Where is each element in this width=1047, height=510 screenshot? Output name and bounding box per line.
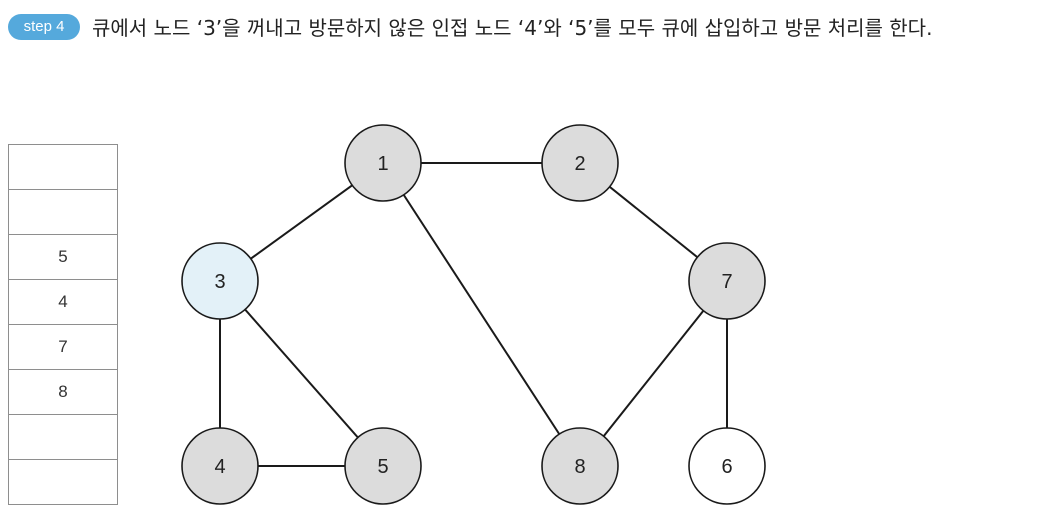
node-circle xyxy=(181,427,259,505)
edge-1-8 xyxy=(382,162,581,467)
node-7: 7 xyxy=(688,242,766,320)
node-label: 6 xyxy=(721,456,732,478)
node-circle xyxy=(541,124,619,202)
queue-cell: 8 xyxy=(9,370,117,415)
node-label: 8 xyxy=(574,456,585,478)
node-label: 2 xyxy=(574,153,585,175)
node-label: 4 xyxy=(214,456,225,478)
node-circle xyxy=(688,427,766,505)
edge-3-5 xyxy=(219,280,384,467)
node-2: 2 xyxy=(541,124,619,202)
node-8: 8 xyxy=(541,427,619,505)
queue-cell: 4 xyxy=(9,280,117,325)
queue-cell: 5 xyxy=(9,235,117,280)
node-6: 6 xyxy=(688,427,766,505)
queue-cell xyxy=(9,145,117,190)
node-circle xyxy=(181,242,259,320)
node-circle xyxy=(344,427,422,505)
node-label: 7 xyxy=(721,271,732,293)
node-circle xyxy=(541,427,619,505)
edge-7-8 xyxy=(579,280,728,467)
queue-cell: 7 xyxy=(9,325,117,370)
node-3: 3 xyxy=(181,242,259,320)
node-1: 1 xyxy=(344,124,422,202)
node-circle xyxy=(344,124,422,202)
queue-cell xyxy=(9,460,117,505)
step-badge: step 4 xyxy=(8,14,80,40)
queue-cell xyxy=(9,415,117,460)
node-label: 3 xyxy=(214,271,225,293)
node-label: 1 xyxy=(377,153,388,175)
step-description: 큐에서 노드 ‘3’을 꺼내고 방문하지 않은 인접 노드 ‘4’와 ‘5’를 … xyxy=(92,16,933,40)
node-4: 4 xyxy=(181,427,259,505)
node-5: 5 xyxy=(344,427,422,505)
queue-cell xyxy=(9,190,117,235)
node-label: 5 xyxy=(377,456,388,478)
node-circle xyxy=(688,242,766,320)
